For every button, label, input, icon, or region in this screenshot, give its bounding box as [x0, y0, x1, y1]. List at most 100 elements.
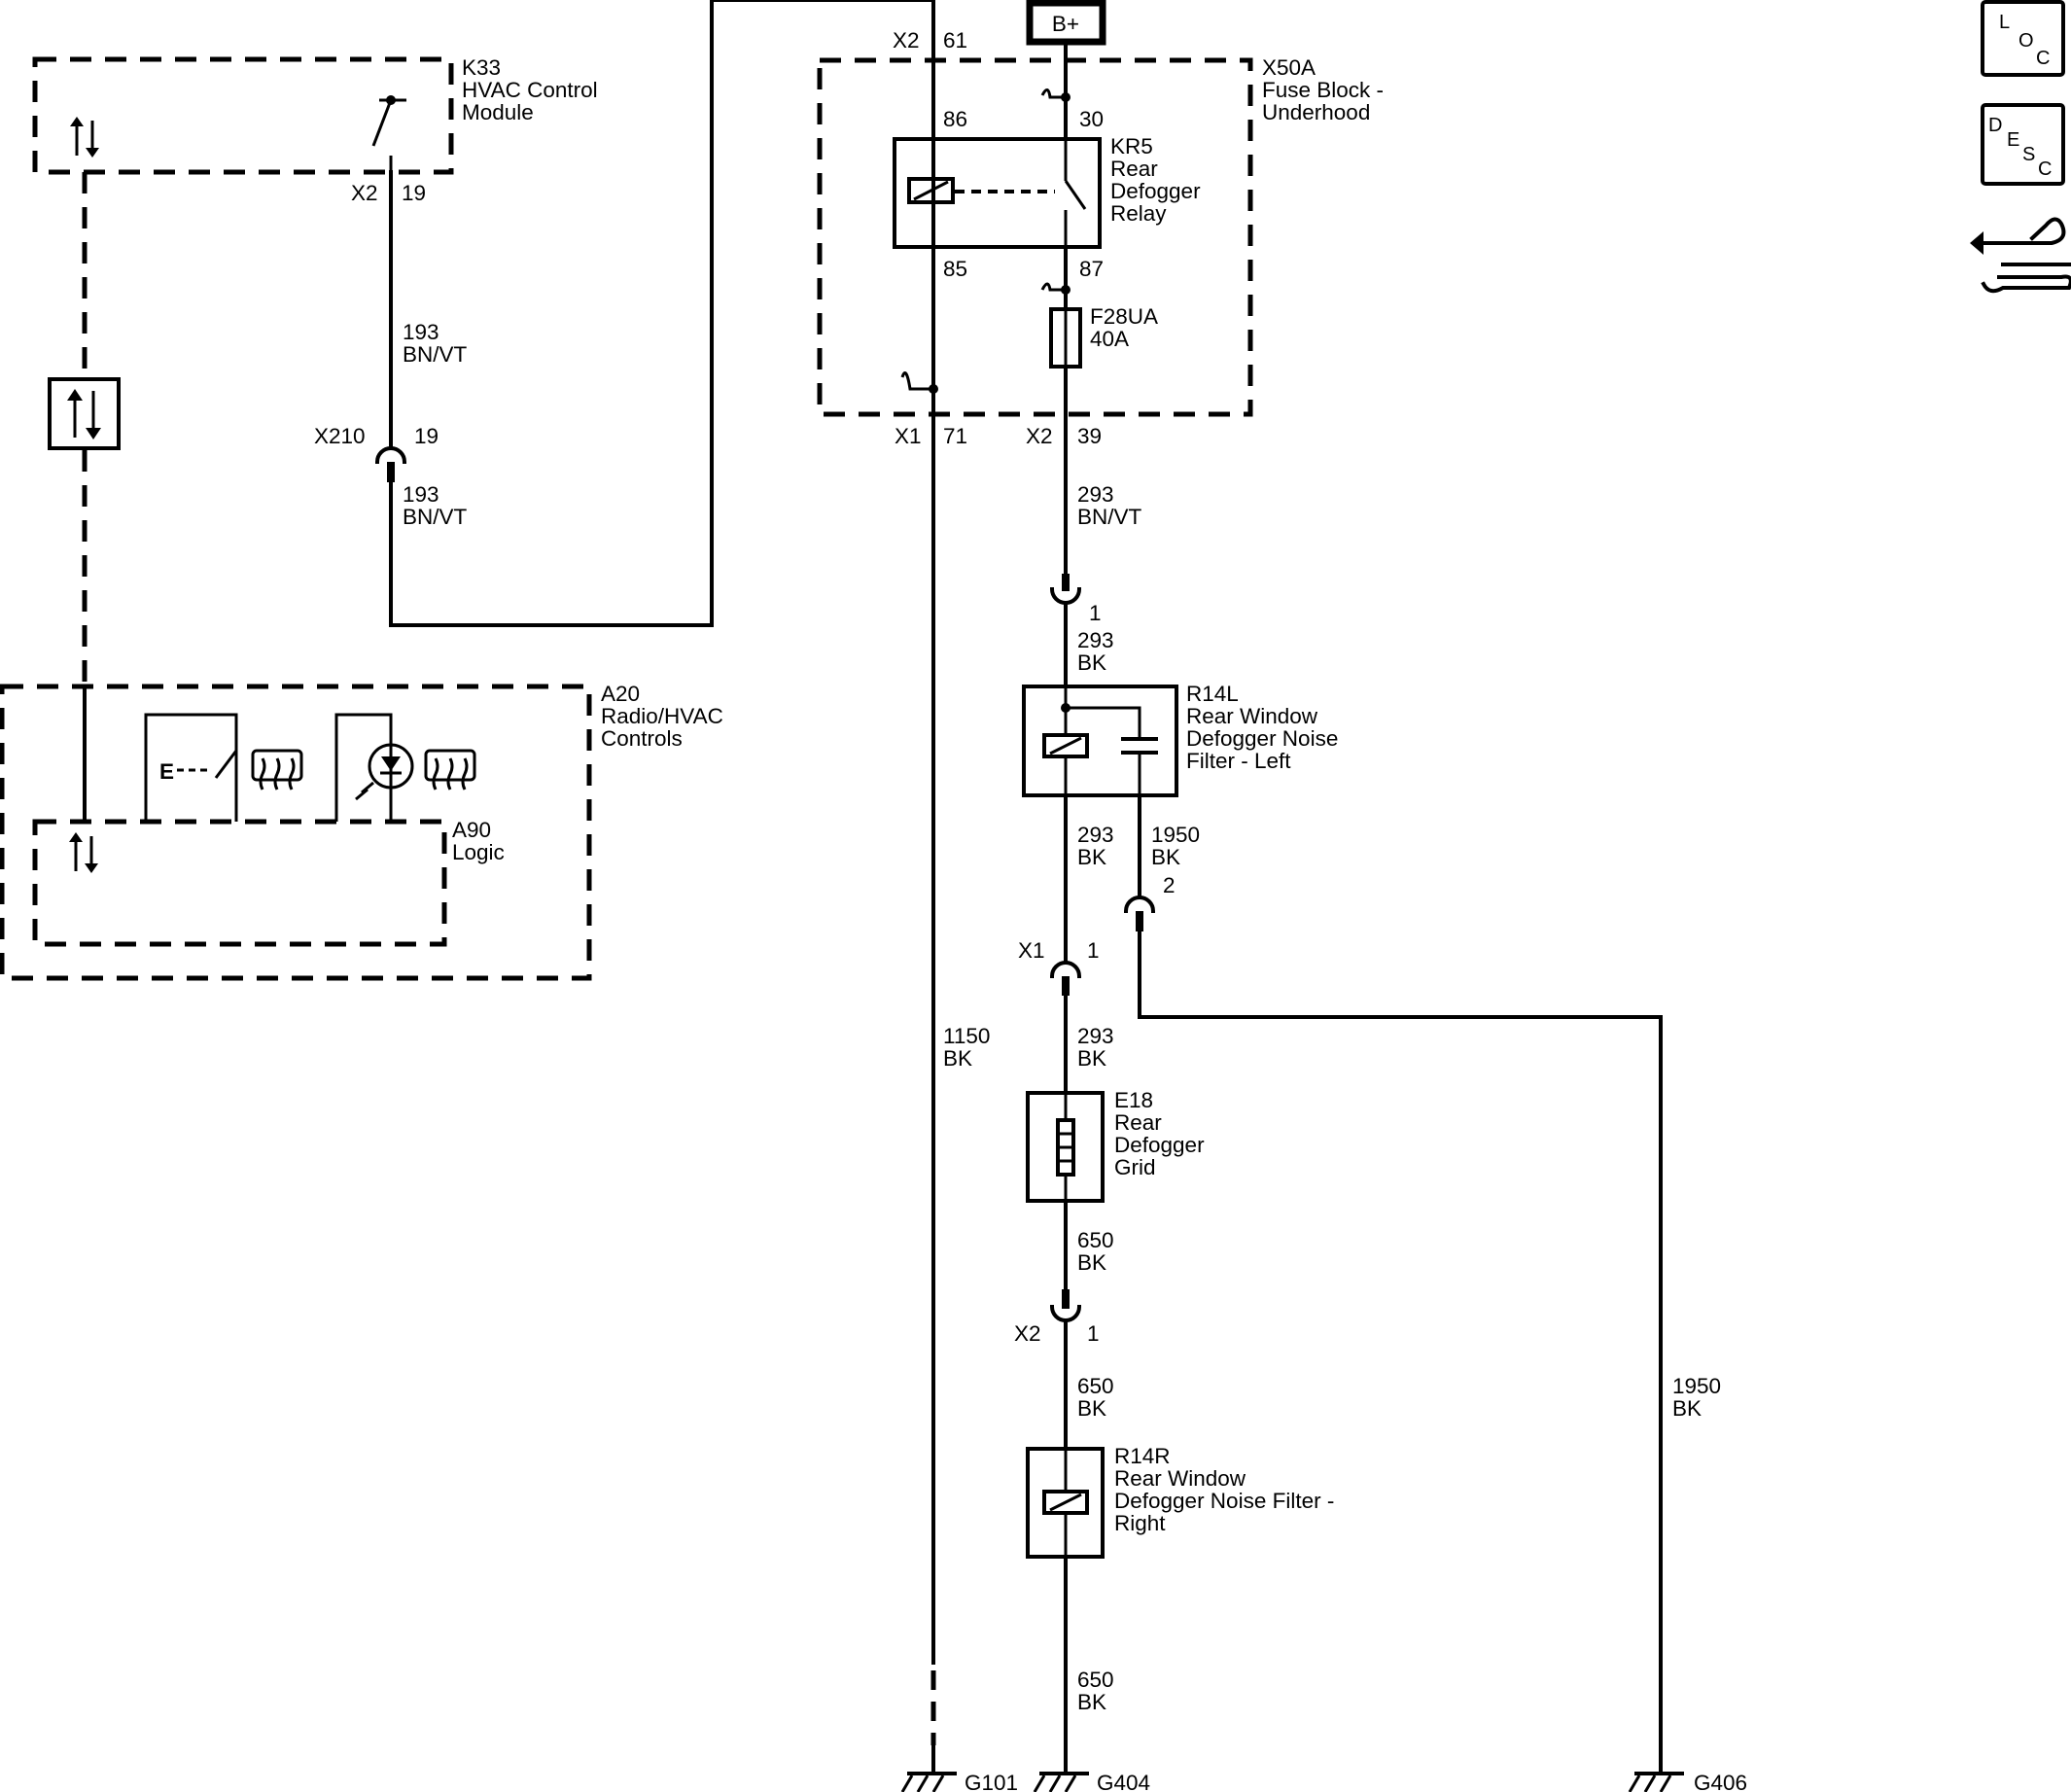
- kr5-pin-85: 85: [943, 257, 967, 281]
- w293a-color: BN/VT: [1077, 505, 1142, 529]
- k33-pin: 19: [402, 181, 426, 205]
- serial-data-icon: [70, 117, 99, 158]
- loc-o: O: [2018, 30, 2034, 52]
- x50a-x1-label: X1: [895, 424, 922, 448]
- desc-button[interactable]: D E S C: [1981, 103, 2065, 186]
- w293c-num: 293: [1077, 823, 1114, 847]
- g101-label: G101: [965, 1771, 1018, 1792]
- r14r-inductor: [1042, 1490, 1089, 1515]
- w1150-num: 1150: [943, 1024, 990, 1048]
- f28ua-rating: 40A: [1090, 327, 1129, 351]
- desc-c: C: [2038, 158, 2052, 180]
- kr5-pin-86: 86: [943, 107, 967, 131]
- w650c-num: 650: [1077, 1668, 1114, 1692]
- battery-terminal: B+: [1026, 0, 1106, 46]
- w193b-num: 193: [403, 482, 439, 507]
- f28ua-ref: F28UA: [1090, 304, 1158, 329]
- wire-1950-route: [1138, 930, 1663, 1774]
- rear-defog-icon: [251, 749, 303, 791]
- k33-boundary: [32, 56, 454, 175]
- r14l-line3: Filter - Left: [1186, 749, 1291, 773]
- e18-x2-label: X2: [1014, 1321, 1041, 1346]
- rear-defog-indicator-icon: [424, 749, 476, 791]
- kr5-87-terminal: [1040, 282, 1066, 292]
- kr5-line2: Defogger: [1110, 179, 1201, 203]
- r14l-filter: R14L Rear Window Defogger Noise Filter -…: [1022, 682, 1338, 797]
- r14r-line1: Rear Window: [1114, 1466, 1246, 1491]
- x50a-line2: Underhood: [1262, 100, 1370, 124]
- w1950b-num: 1950: [1672, 1374, 1721, 1398]
- k33-switch: [371, 95, 406, 172]
- loc-frame[interactable]: [1981, 0, 2065, 77]
- ground-g406: G406: [1628, 1771, 1747, 1792]
- x1-71-splice: [929, 384, 938, 394]
- x50a-ref: X50A: [1262, 55, 1316, 80]
- a20-boundary: [0, 684, 592, 981]
- x50a-x2-label: X2: [1026, 424, 1053, 448]
- kr5-ref: KR5: [1110, 134, 1153, 158]
- r14l-inductor: [1042, 733, 1089, 758]
- e18-x2-pin: 1: [1087, 1321, 1100, 1346]
- kr5-line1: Rear: [1110, 157, 1158, 181]
- desc-e: E: [2007, 129, 2019, 151]
- w193a-color: BN/VT: [403, 342, 468, 367]
- w293a-num: 293: [1077, 482, 1114, 507]
- inline-connector-1: [1049, 574, 1082, 605]
- r14r-filter: R14R Rear Window Defogger Noise Filter -…: [1026, 1444, 1334, 1559]
- loc-button[interactable]: L O C: [1981, 0, 2065, 77]
- w1950b-color: BK: [1672, 1396, 1702, 1421]
- a20-controls: A20 Radio/HVAC Controls E: [0, 682, 723, 981]
- w650a-color: BK: [1077, 1250, 1106, 1275]
- r14r-line3: Right: [1114, 1511, 1166, 1535]
- ground-g404: G404: [1033, 1771, 1150, 1792]
- w1150-color: BK: [943, 1046, 972, 1071]
- w293d-color: BK: [1077, 1046, 1106, 1071]
- w193a-num: 193: [403, 320, 439, 344]
- w650b-num: 650: [1077, 1374, 1114, 1398]
- a90-boundary: [32, 819, 447, 947]
- a20-line2: Controls: [601, 726, 683, 751]
- x50a-top-pin: 61: [943, 28, 967, 53]
- inline-pin-1: 1: [1089, 601, 1102, 625]
- x50a-x2-pin: 39: [1077, 424, 1102, 448]
- x210-pin: 19: [414, 424, 439, 448]
- wrench-arrow-icon[interactable]: [1970, 217, 2071, 294]
- w293b-color: BK: [1077, 650, 1106, 675]
- a20-line1: Radio/HVAC: [601, 704, 723, 728]
- r14r-ref: R14R: [1114, 1444, 1171, 1468]
- g404-label: G404: [1097, 1771, 1150, 1792]
- r14l-pin2-connector: [1123, 896, 1156, 931]
- x1-71-terminal: [900, 371, 933, 391]
- x50a-x1-pin: 71: [943, 424, 967, 448]
- desc-frame[interactable]: [1981, 103, 2065, 186]
- w650b-color: BK: [1077, 1396, 1106, 1421]
- r14l-ref: R14L: [1186, 682, 1239, 706]
- k33-line1: HVAC Control: [462, 78, 598, 102]
- e18-defogger-grid: E18 Rear Defogger Grid: [1026, 1088, 1205, 1203]
- w293c-color: BK: [1077, 845, 1106, 869]
- x50a-boundary: [817, 57, 1253, 417]
- switch-e-glyph: E: [159, 759, 174, 784]
- k33-module: K33 HVAC Control Module X2 19: [32, 55, 598, 205]
- k33-connector: X2: [351, 181, 378, 205]
- r14l-pin2: 2: [1163, 873, 1176, 897]
- e18-ref: E18: [1114, 1088, 1153, 1112]
- serial-data-bus-icon: [48, 377, 121, 450]
- x2-connector-e18: [1049, 1289, 1082, 1322]
- e18-line1: Rear: [1114, 1110, 1162, 1135]
- w1950a-num: 1950: [1151, 823, 1200, 847]
- w650c-color: BK: [1077, 1690, 1106, 1714]
- x210-connector: [374, 446, 407, 482]
- w293d-num: 293: [1077, 1024, 1114, 1048]
- indicator-led: [334, 713, 414, 822]
- a90-line1: Logic: [452, 840, 505, 864]
- x50a-top-connector: X2: [893, 28, 920, 53]
- r14l-line2: Defogger Noise: [1186, 726, 1338, 751]
- kr5-30-splice: [1061, 92, 1071, 102]
- r14l-x1-label: X1: [1018, 938, 1045, 963]
- loc-l: L: [1999, 12, 2010, 33]
- a20-ref: A20: [601, 682, 640, 706]
- kr5-pin-87: 87: [1079, 257, 1104, 281]
- kr5-coil: [907, 177, 955, 204]
